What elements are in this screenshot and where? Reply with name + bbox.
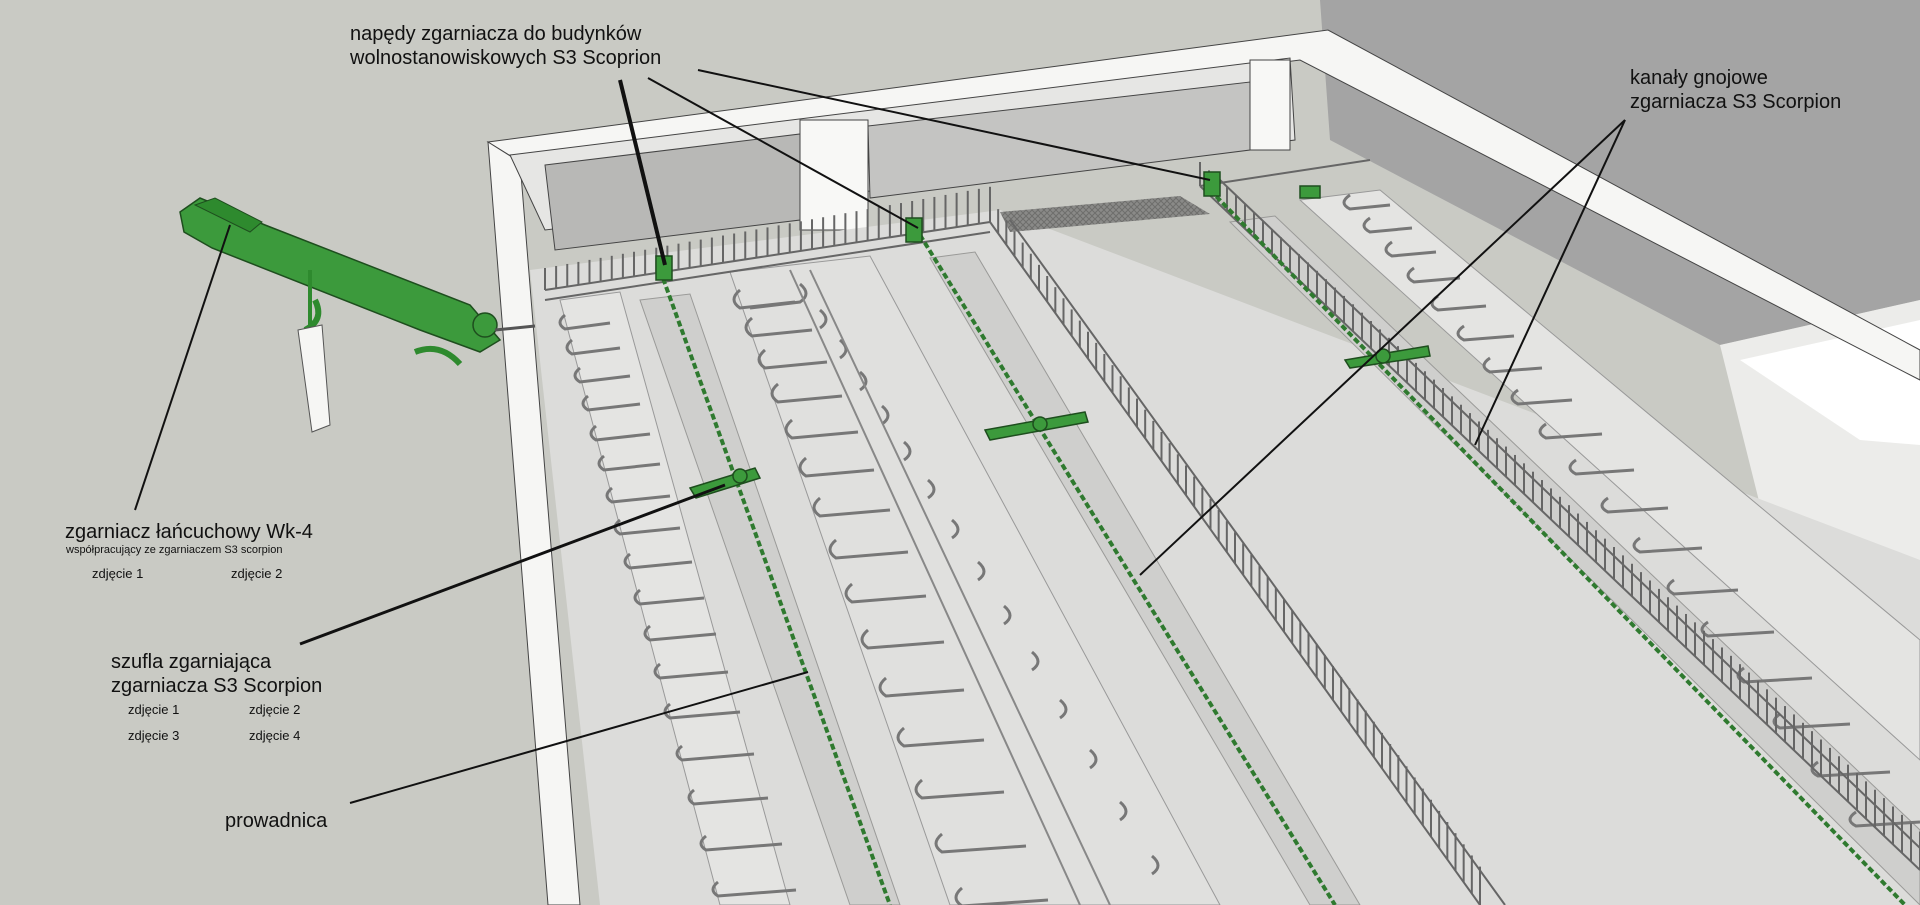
cubicle-rows (559, 189, 1920, 905)
shovel-photo-3-link[interactable]: zdjęcie 3 (128, 728, 180, 743)
guide-rail-label: prowadnica (225, 810, 328, 832)
chain-scraper-wk4 (179, 197, 536, 433)
drives-label-line2: wolnostanowiskowych S3 Scoprion (350, 47, 662, 69)
shovel-photo-1-link[interactable]: zdjęcie 1 (128, 702, 180, 717)
channels-label-line1: kanały gnojowe (1630, 67, 1768, 89)
shovel-photo-2-link[interactable]: zdjęcie 2 (249, 702, 301, 717)
chain-photo-1-link[interactable]: zdjęcie 1 (92, 566, 144, 581)
chain-photo-2-link[interactable]: zdjęcie 2 (231, 566, 283, 581)
leader-lines (134, 69, 1626, 804)
stall-loops-center (732, 269, 1160, 905)
manure-grate (1000, 196, 1210, 232)
drives-label-line1: napędy zgarniacza do budynków (350, 23, 642, 45)
chain-scraper-title: zgarniacz łańcuchowy Wk-4 (65, 521, 313, 543)
guide-rails (658, 188, 1907, 905)
shovel-photo-4-link[interactable]: zdjęcie 4 (249, 728, 301, 743)
shovel-label-line1: szufla zgarniająca (111, 651, 272, 673)
fence-posts (544, 162, 1920, 905)
channels-label-line2: zgarniacza S3 Scorpion (1630, 91, 1842, 113)
shovel-label-line2: zgarniacza S3 Scorpion (111, 675, 323, 697)
stall-loops-right (1342, 193, 1920, 828)
chain-scraper-subtitle: współpracujący ze zgarniaczem S3 scorpio… (66, 544, 283, 556)
